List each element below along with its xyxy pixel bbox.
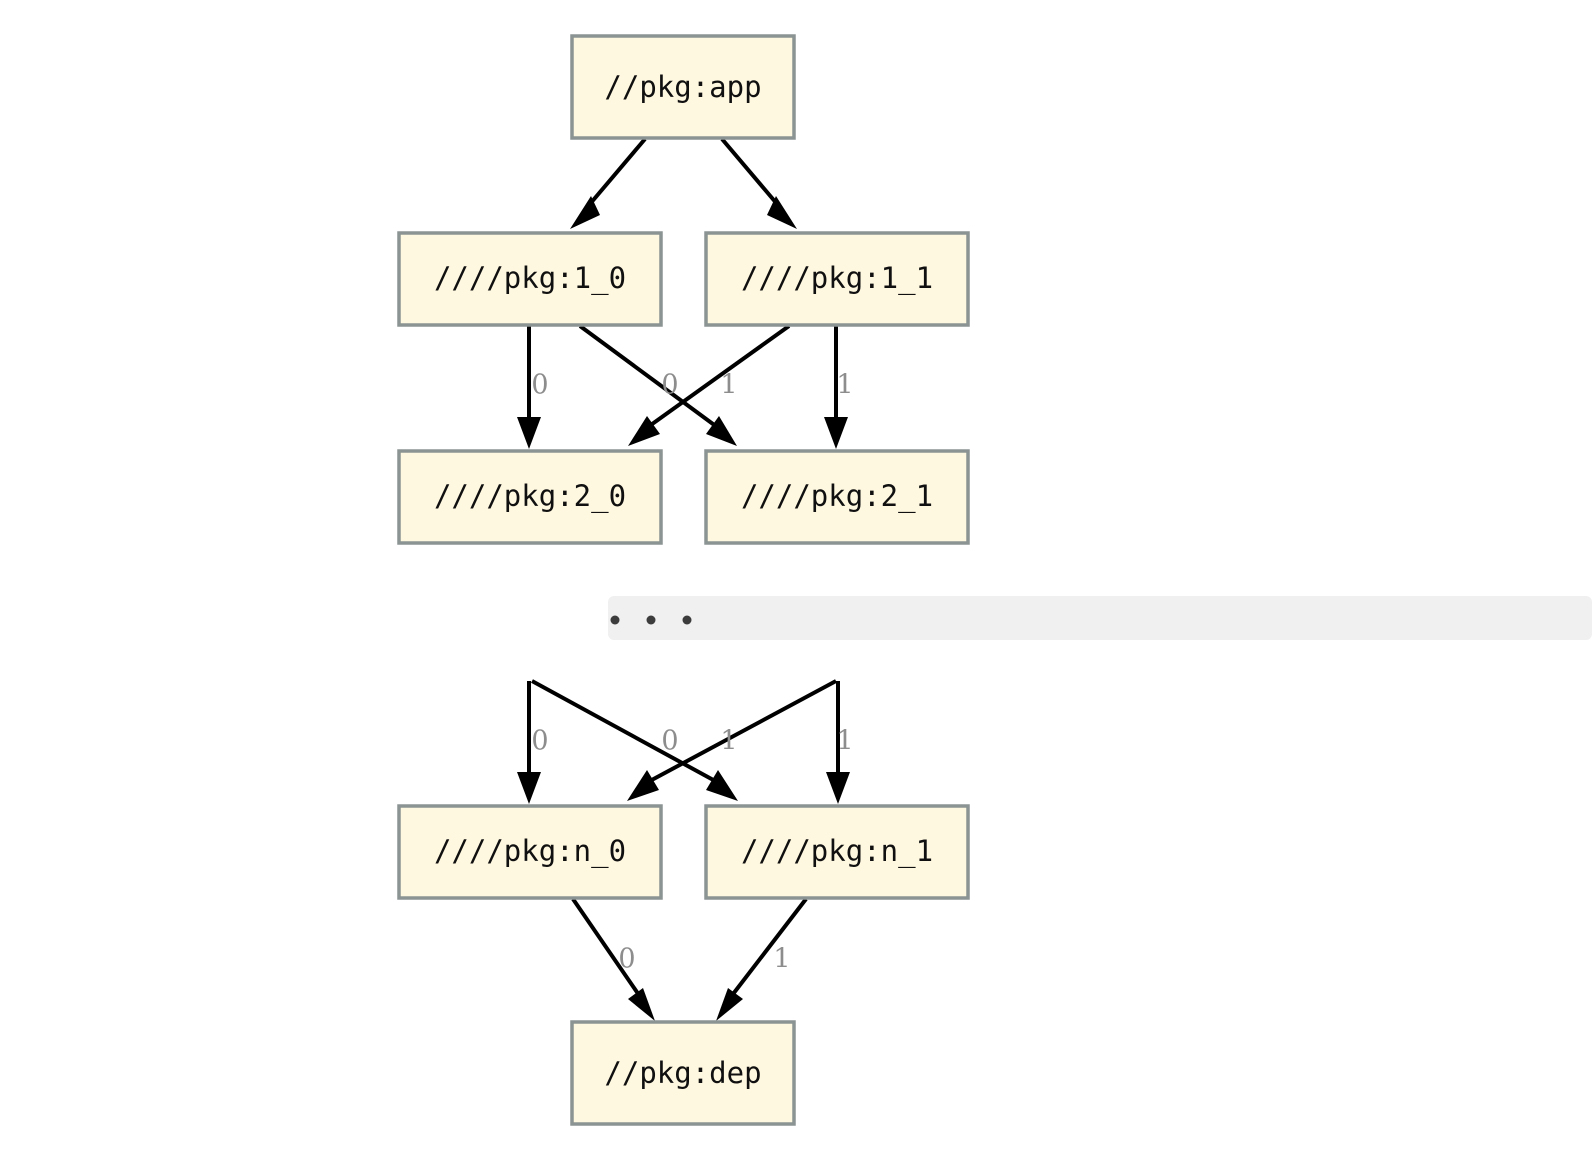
node-n_1[interactable]: ////pkg:n_1 <box>704 804 970 900</box>
edge-1_1-to-2_0: 1 <box>628 324 791 446</box>
edge-n_1-to-dep: 1 <box>716 897 808 1021</box>
edge-label: 1 <box>720 726 737 757</box>
edge-layer: 0 0 1 1 <box>517 137 854 1021</box>
node-box[interactable] <box>397 231 663 327</box>
edge-label: 1 <box>836 726 853 757</box>
node-box[interactable] <box>570 34 796 140</box>
edge-label: 0 <box>618 944 635 975</box>
ellipsis-band <box>608 596 1592 640</box>
ellipsis-dot <box>646 615 656 625</box>
node-label: ////pkg:1_0 <box>434 261 626 296</box>
edge-n_0-to-dep: 0 <box>571 897 655 1021</box>
node-1_0[interactable]: ////pkg:1_0 <box>397 231 663 327</box>
edge-hidden-left-to-n_1: 0 <box>531 679 738 801</box>
edge-label: 1 <box>773 944 790 975</box>
node-box[interactable] <box>570 1020 796 1126</box>
node-label: //pkg:app <box>604 70 761 104</box>
edge-label: 0 <box>661 370 678 401</box>
node-label: ////pkg:1_1 <box>741 261 933 296</box>
edge-1_0-to-2_1: 0 <box>578 324 737 446</box>
edge-label: 0 <box>661 726 678 757</box>
node-app[interactable]: //pkg:app <box>570 34 796 140</box>
node-box[interactable] <box>397 804 663 900</box>
node-label: ////pkg:2_0 <box>434 479 626 514</box>
node-2_0[interactable]: ////pkg:2_0 <box>397 449 663 545</box>
edge-label: 1 <box>720 370 737 401</box>
edge-app-to-1_0 <box>570 137 647 229</box>
ellipsis-dot <box>610 615 620 625</box>
node-label: ////pkg:n_0 <box>434 834 626 869</box>
node-box[interactable] <box>704 231 970 327</box>
node-label: //pkg:dep <box>604 1056 761 1090</box>
edge-label: 1 <box>836 370 853 401</box>
ellipsis-separator <box>608 596 1592 640</box>
edge-hidden-right-to-n_1: 1 <box>826 681 854 804</box>
node-label: ////pkg:n_1 <box>741 834 933 869</box>
edge-app-to-1_1 <box>720 137 797 229</box>
node-1_1[interactable]: ////pkg:1_1 <box>704 231 970 327</box>
node-box[interactable] <box>704 449 970 545</box>
edge-1_1-to-2_1: 1 <box>824 326 854 449</box>
node-dep[interactable]: //pkg:dep <box>570 1020 796 1126</box>
node-2_1[interactable]: ////pkg:2_1 <box>704 449 970 545</box>
node-n_0[interactable]: ////pkg:n_0 <box>397 804 663 900</box>
edge-hidden-left-to-n_0: 0 <box>517 681 549 804</box>
ellipsis-dot <box>682 615 692 625</box>
node-box[interactable] <box>704 804 970 900</box>
edge-label: 0 <box>531 370 548 401</box>
node-layer: //pkg:app ////pkg:1_0 ////pkg:1_1 ////pk… <box>397 34 970 1126</box>
edge-hidden-right-to-n_0: 1 <box>627 679 837 801</box>
edge-label: 0 <box>531 726 548 757</box>
edge-1_0-to-2_0: 0 <box>517 326 549 449</box>
node-label: ////pkg:2_1 <box>741 479 933 514</box>
node-box[interactable] <box>397 449 663 545</box>
